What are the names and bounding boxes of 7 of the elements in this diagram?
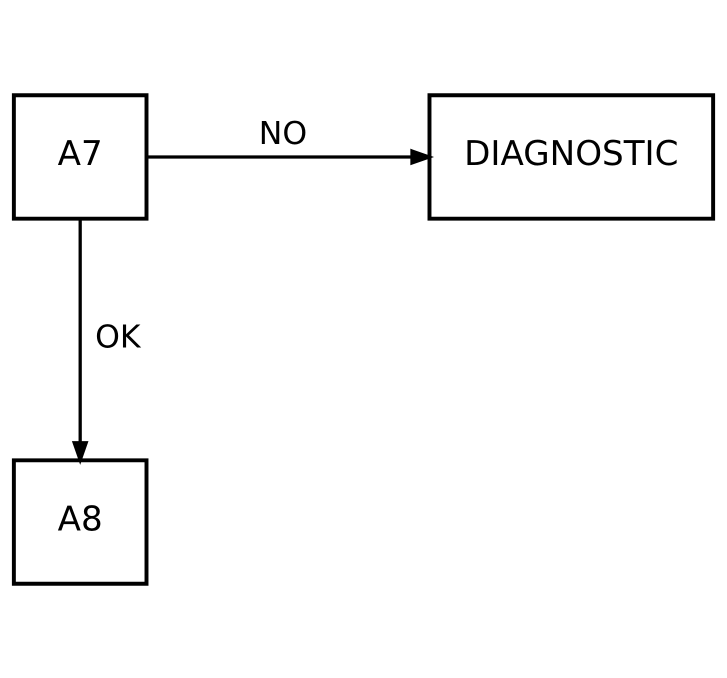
edge-label: NO: [258, 116, 308, 152]
node-box: A7: [12, 92, 148, 220]
arrow: [72, 218, 88, 464]
edge-label: OK: [95, 319, 141, 356]
node-box: A8: [12, 458, 148, 586]
node-box: DIAGNOSTIC: [428, 92, 716, 220]
arrow: [146, 148, 434, 165]
